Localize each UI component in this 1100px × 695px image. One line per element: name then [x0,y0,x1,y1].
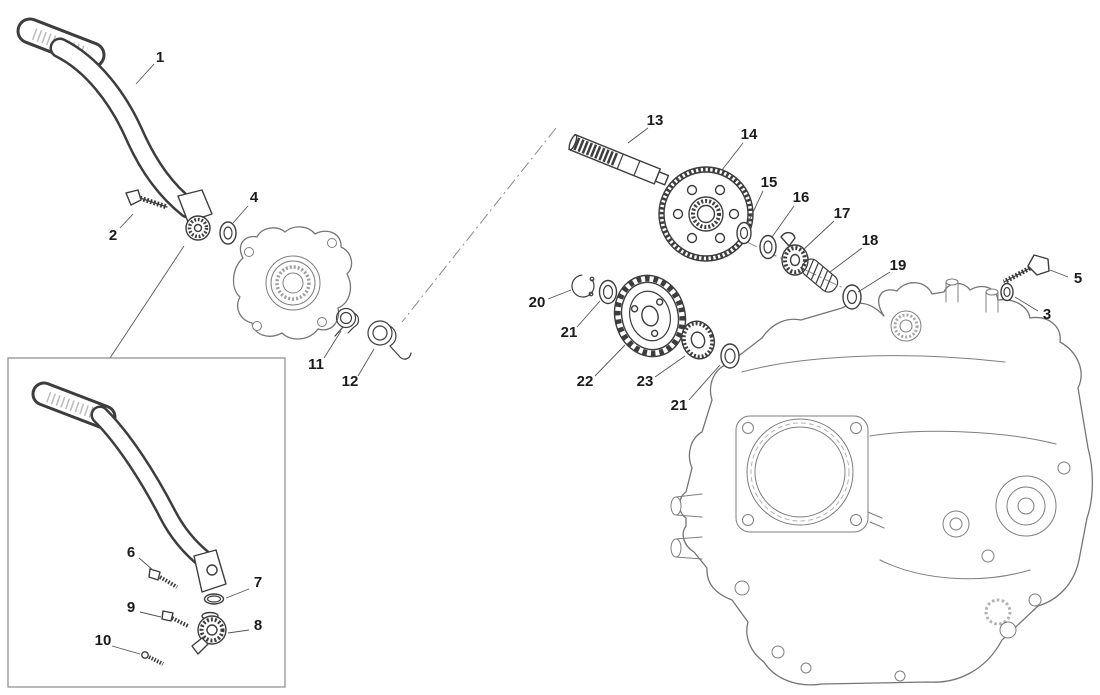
part-label-15: 15 [761,174,778,191]
part-label-4: 4 [250,189,259,206]
callout-19: 19 [857,257,907,293]
callout-17: 17 [802,205,851,251]
circlip [571,274,595,298]
crankcase [670,278,1094,686]
kick-lever-joint [177,189,213,241]
callout-6: 6 [127,544,155,572]
washer-15 [736,221,752,245]
part-label-21b: 21 [671,397,688,414]
part-label-12: 12 [342,373,359,390]
joint-bolt [125,189,168,210]
callout-2: 2 [109,213,134,244]
inset-bolt-6 [148,568,179,589]
washer-19 [842,284,862,310]
return-springs [334,307,412,360]
part-label-6: 6 [127,544,135,561]
pinion-gear [680,320,716,360]
part-label-14: 14 [741,126,758,143]
washer-16 [759,234,777,260]
part-label-5: 5 [1074,270,1082,287]
part-label-23: 23 [637,373,654,390]
part-label-13: 13 [647,112,664,129]
kick-idle-gear [658,166,754,262]
case-bolt-washer [1000,282,1014,302]
kick-lever [16,17,199,219]
callout-7: 7 [225,574,262,599]
part-label-10: 10 [95,632,112,649]
callout-10: 10 [95,632,141,655]
part-label-21a: 21 [561,324,578,341]
part-label-20: 20 [529,294,546,311]
callout-21b: 21 [671,364,721,414]
kick-lever-assembly [16,17,237,359]
spring-small [334,307,360,337]
case-bolt-assembly [1000,254,1050,302]
driven-gear [613,274,687,358]
callout-5: 5 [1049,269,1082,287]
part-label-2: 2 [109,227,117,244]
callout-18: 18 [829,232,879,273]
part-label-22: 22 [577,373,594,390]
callout-15: 15 [747,174,778,224]
inset-joint [191,611,227,655]
part-label-8: 8 [254,617,262,634]
part-label-1: 1 [156,49,164,66]
callout-1: 1 [135,49,164,85]
callout-14: 14 [721,126,758,171]
callout-22: 22 [577,344,626,390]
callout-8: 8 [227,617,262,634]
part-label-17: 17 [834,205,851,222]
washer-21b [720,343,740,369]
part-label-7: 7 [254,574,262,591]
kick-shaft [568,133,670,186]
inset-detail [7,357,286,688]
callouts: 1 2 4 13 14 15 16 17 18 19 5 3 20 21 11 … [95,49,1082,655]
crankcase-top-details [890,278,999,342]
inset-frame [7,357,286,688]
crankcase-left-bosses [670,493,703,560]
callout-4: 4 [232,189,259,224]
case-bolt [1002,254,1050,285]
part-label-3: 3 [1043,306,1051,323]
part-label-18: 18 [862,232,879,249]
coil-spring [801,258,839,293]
spring-large [367,320,412,360]
callout-9: 9 [127,599,162,618]
inset-connector-line [109,245,185,359]
callout-13: 13 [627,112,664,144]
callout-3: 3 [1014,296,1051,323]
callout-20: 20 [529,289,572,311]
crankcase-right-bearings [942,461,1071,563]
inset-detent-pin [141,651,164,666]
callout-21a: 21 [561,300,601,341]
washer-21a [598,279,618,305]
inset-bolt-9 [161,610,189,628]
callout-16: 16 [771,189,810,238]
part-label-16: 16 [793,189,810,206]
callout-12: 12 [342,348,375,390]
part-label-11: 11 [308,356,324,373]
callout-11: 11 [308,330,342,373]
inset-kick-lever [31,381,227,593]
gear-train [568,133,862,369]
part-label-19: 19 [890,257,907,274]
crankcase-cover [232,226,353,340]
part-label-9: 9 [127,599,135,616]
callout-23: 23 [637,355,686,390]
cylinder-opening [735,415,869,533]
joint-washer [219,221,237,245]
inset-oring [203,593,225,605]
ratchet [780,231,809,276]
crankcase-ribs [734,355,1057,682]
